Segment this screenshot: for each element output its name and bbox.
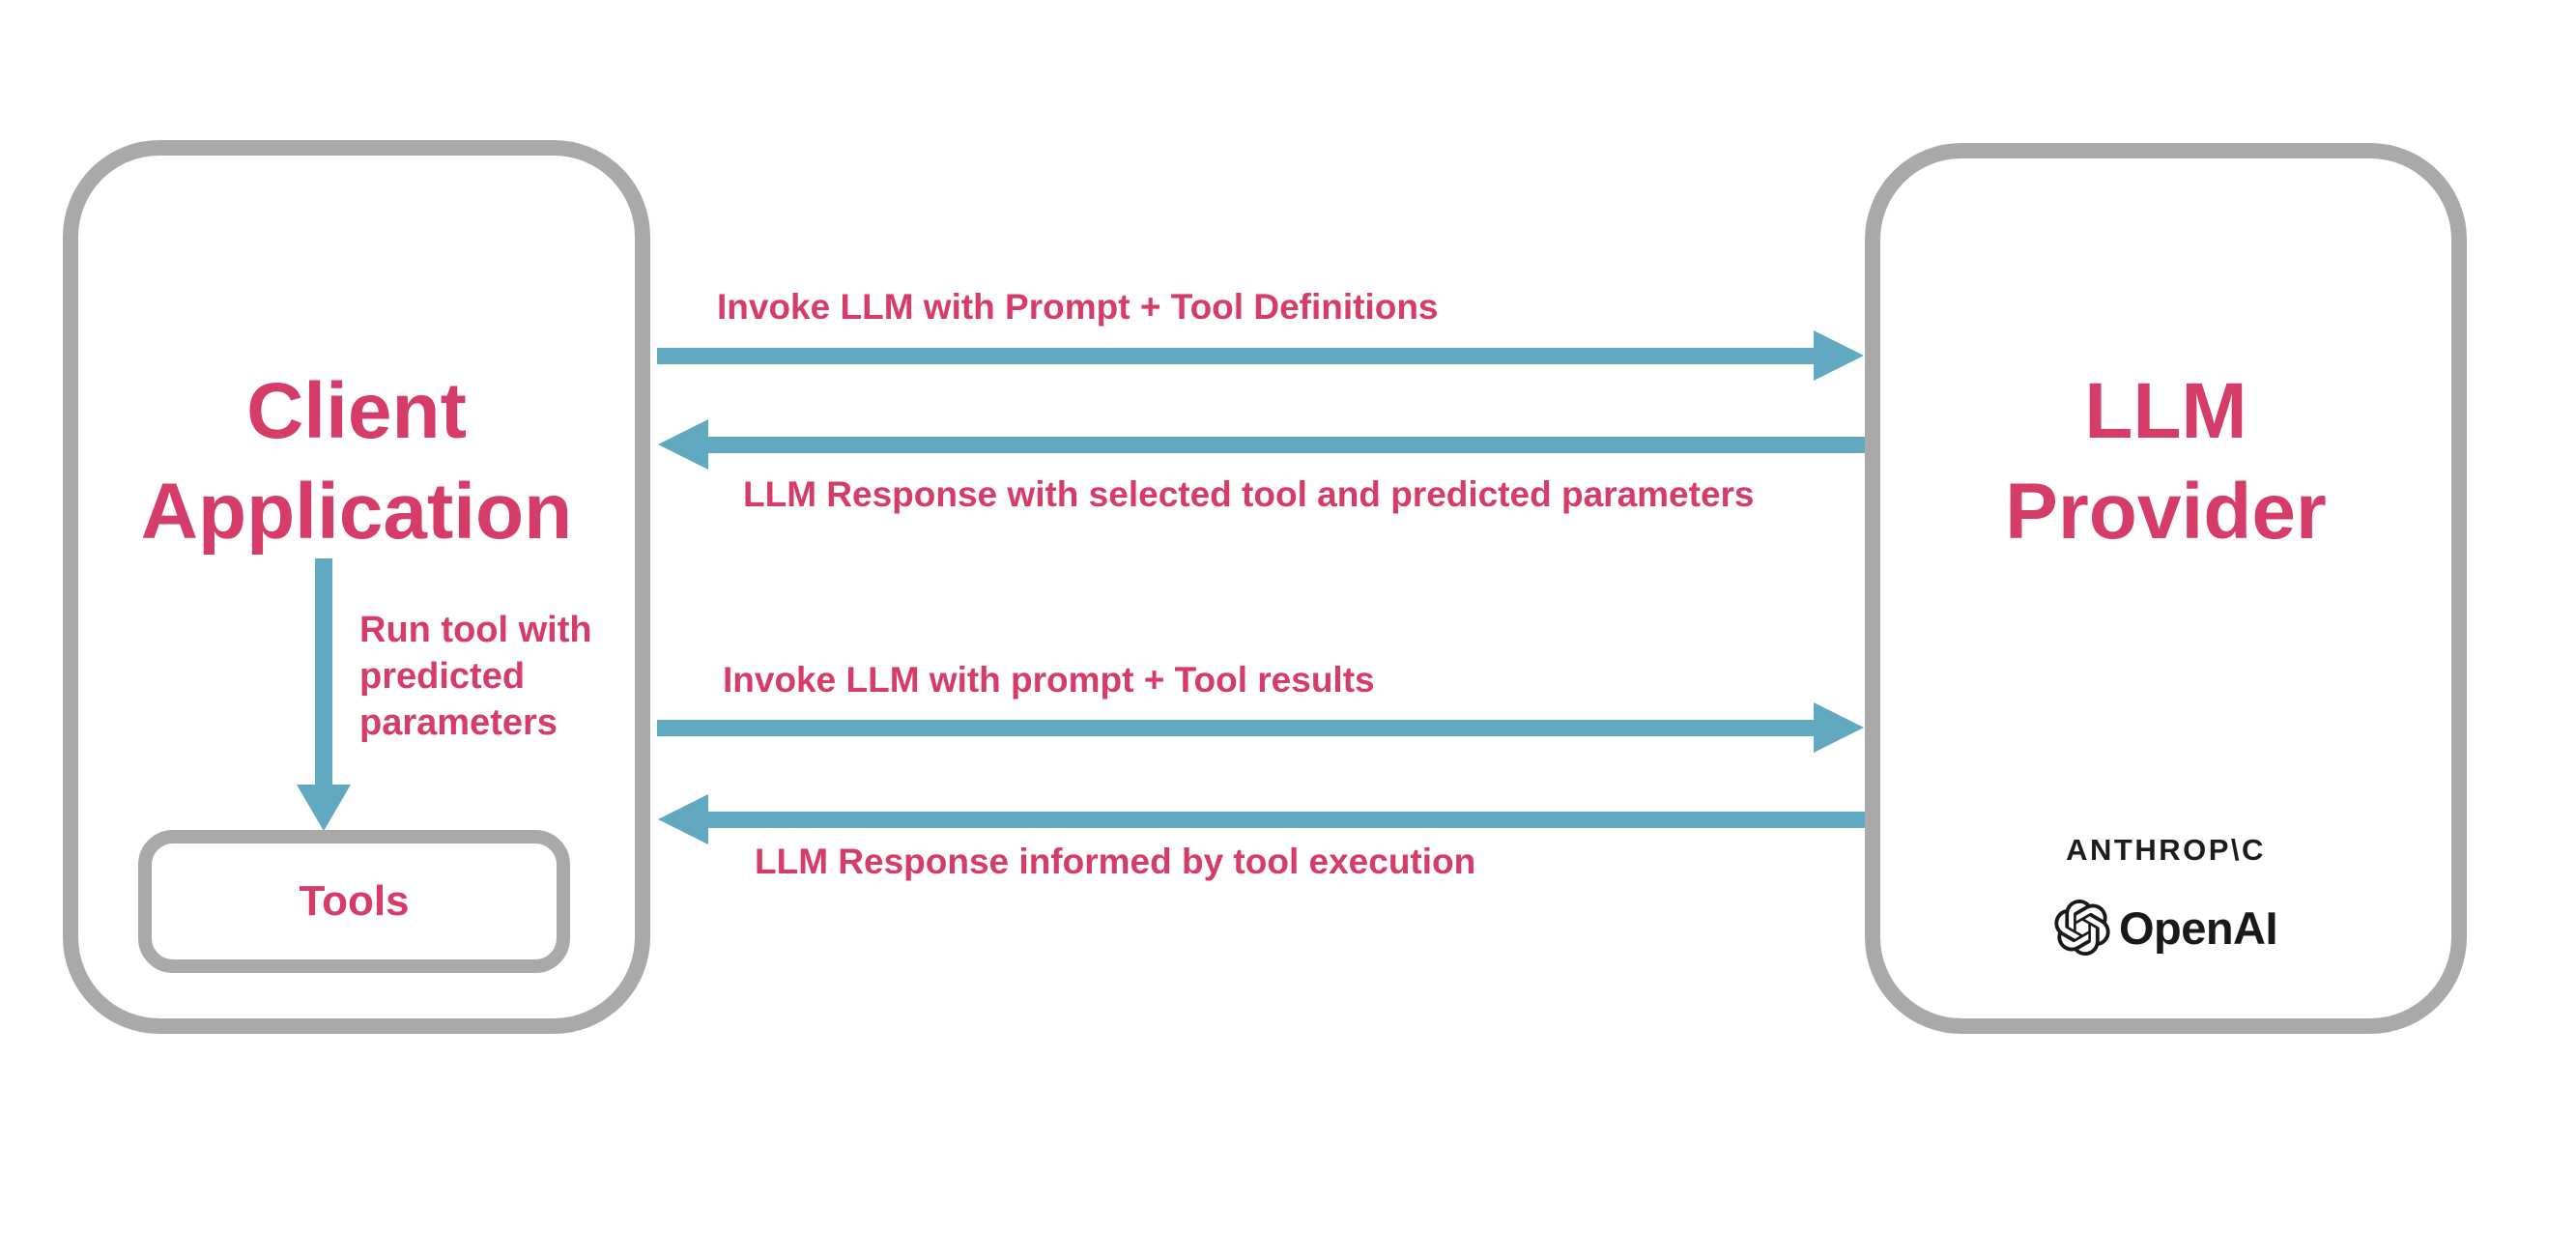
arrow1-label: Invoke LLM with Prompt + Tool Definition…	[717, 287, 1439, 327]
arrow1-right-body	[657, 348, 1814, 364]
run-tool-label-line3: parameters	[359, 702, 558, 743]
arrow3-label: Invoke LLM with prompt + Tool results	[723, 660, 1375, 700]
llm-provider-title: LLM Provider	[1865, 361, 2467, 562]
anthropic-logo: ANTHROP\C	[2066, 833, 2266, 867]
run-tool-label: Run tool with predicted parameters	[359, 607, 592, 746]
run-tool-down-arrow-head-icon	[297, 785, 351, 831]
openai-logo: OpenAI	[1865, 897, 2467, 958]
client-title-line1: Client	[246, 367, 467, 455]
arrow2-left-body	[708, 437, 1865, 453]
client-application-title: Client Application	[63, 361, 650, 562]
llm-title-line2: Provider	[2005, 468, 2327, 556]
arrow1-right-head-icon	[1814, 330, 1864, 381]
arrow4-label: LLM Response informed by tool execution	[755, 842, 1476, 881]
tools-label: Tools	[299, 877, 410, 925]
arrow2-label: LLM Response with selected tool and pred…	[743, 474, 1755, 514]
client-title-line2: Application	[140, 468, 573, 556]
openai-flower-icon	[2054, 900, 2110, 956]
arrow3-right-body	[657, 720, 1814, 736]
run-tool-down-arrow-body	[315, 558, 332, 786]
run-tool-label-line2: predicted	[359, 656, 526, 697]
arrow2-left-head-icon	[658, 419, 708, 470]
llm-title-line1: LLM	[2084, 367, 2247, 455]
openai-wordmark: OpenAI	[2118, 901, 2278, 954]
run-tool-label-line1: Run tool with	[359, 610, 592, 650]
llm-provider-box	[1865, 143, 2467, 1034]
arrow4-left-head-icon	[658, 794, 708, 844]
tools-box: Tools	[138, 830, 570, 973]
arrow4-left-body	[708, 812, 1865, 828]
arrow3-right-head-icon	[1814, 702, 1864, 753]
